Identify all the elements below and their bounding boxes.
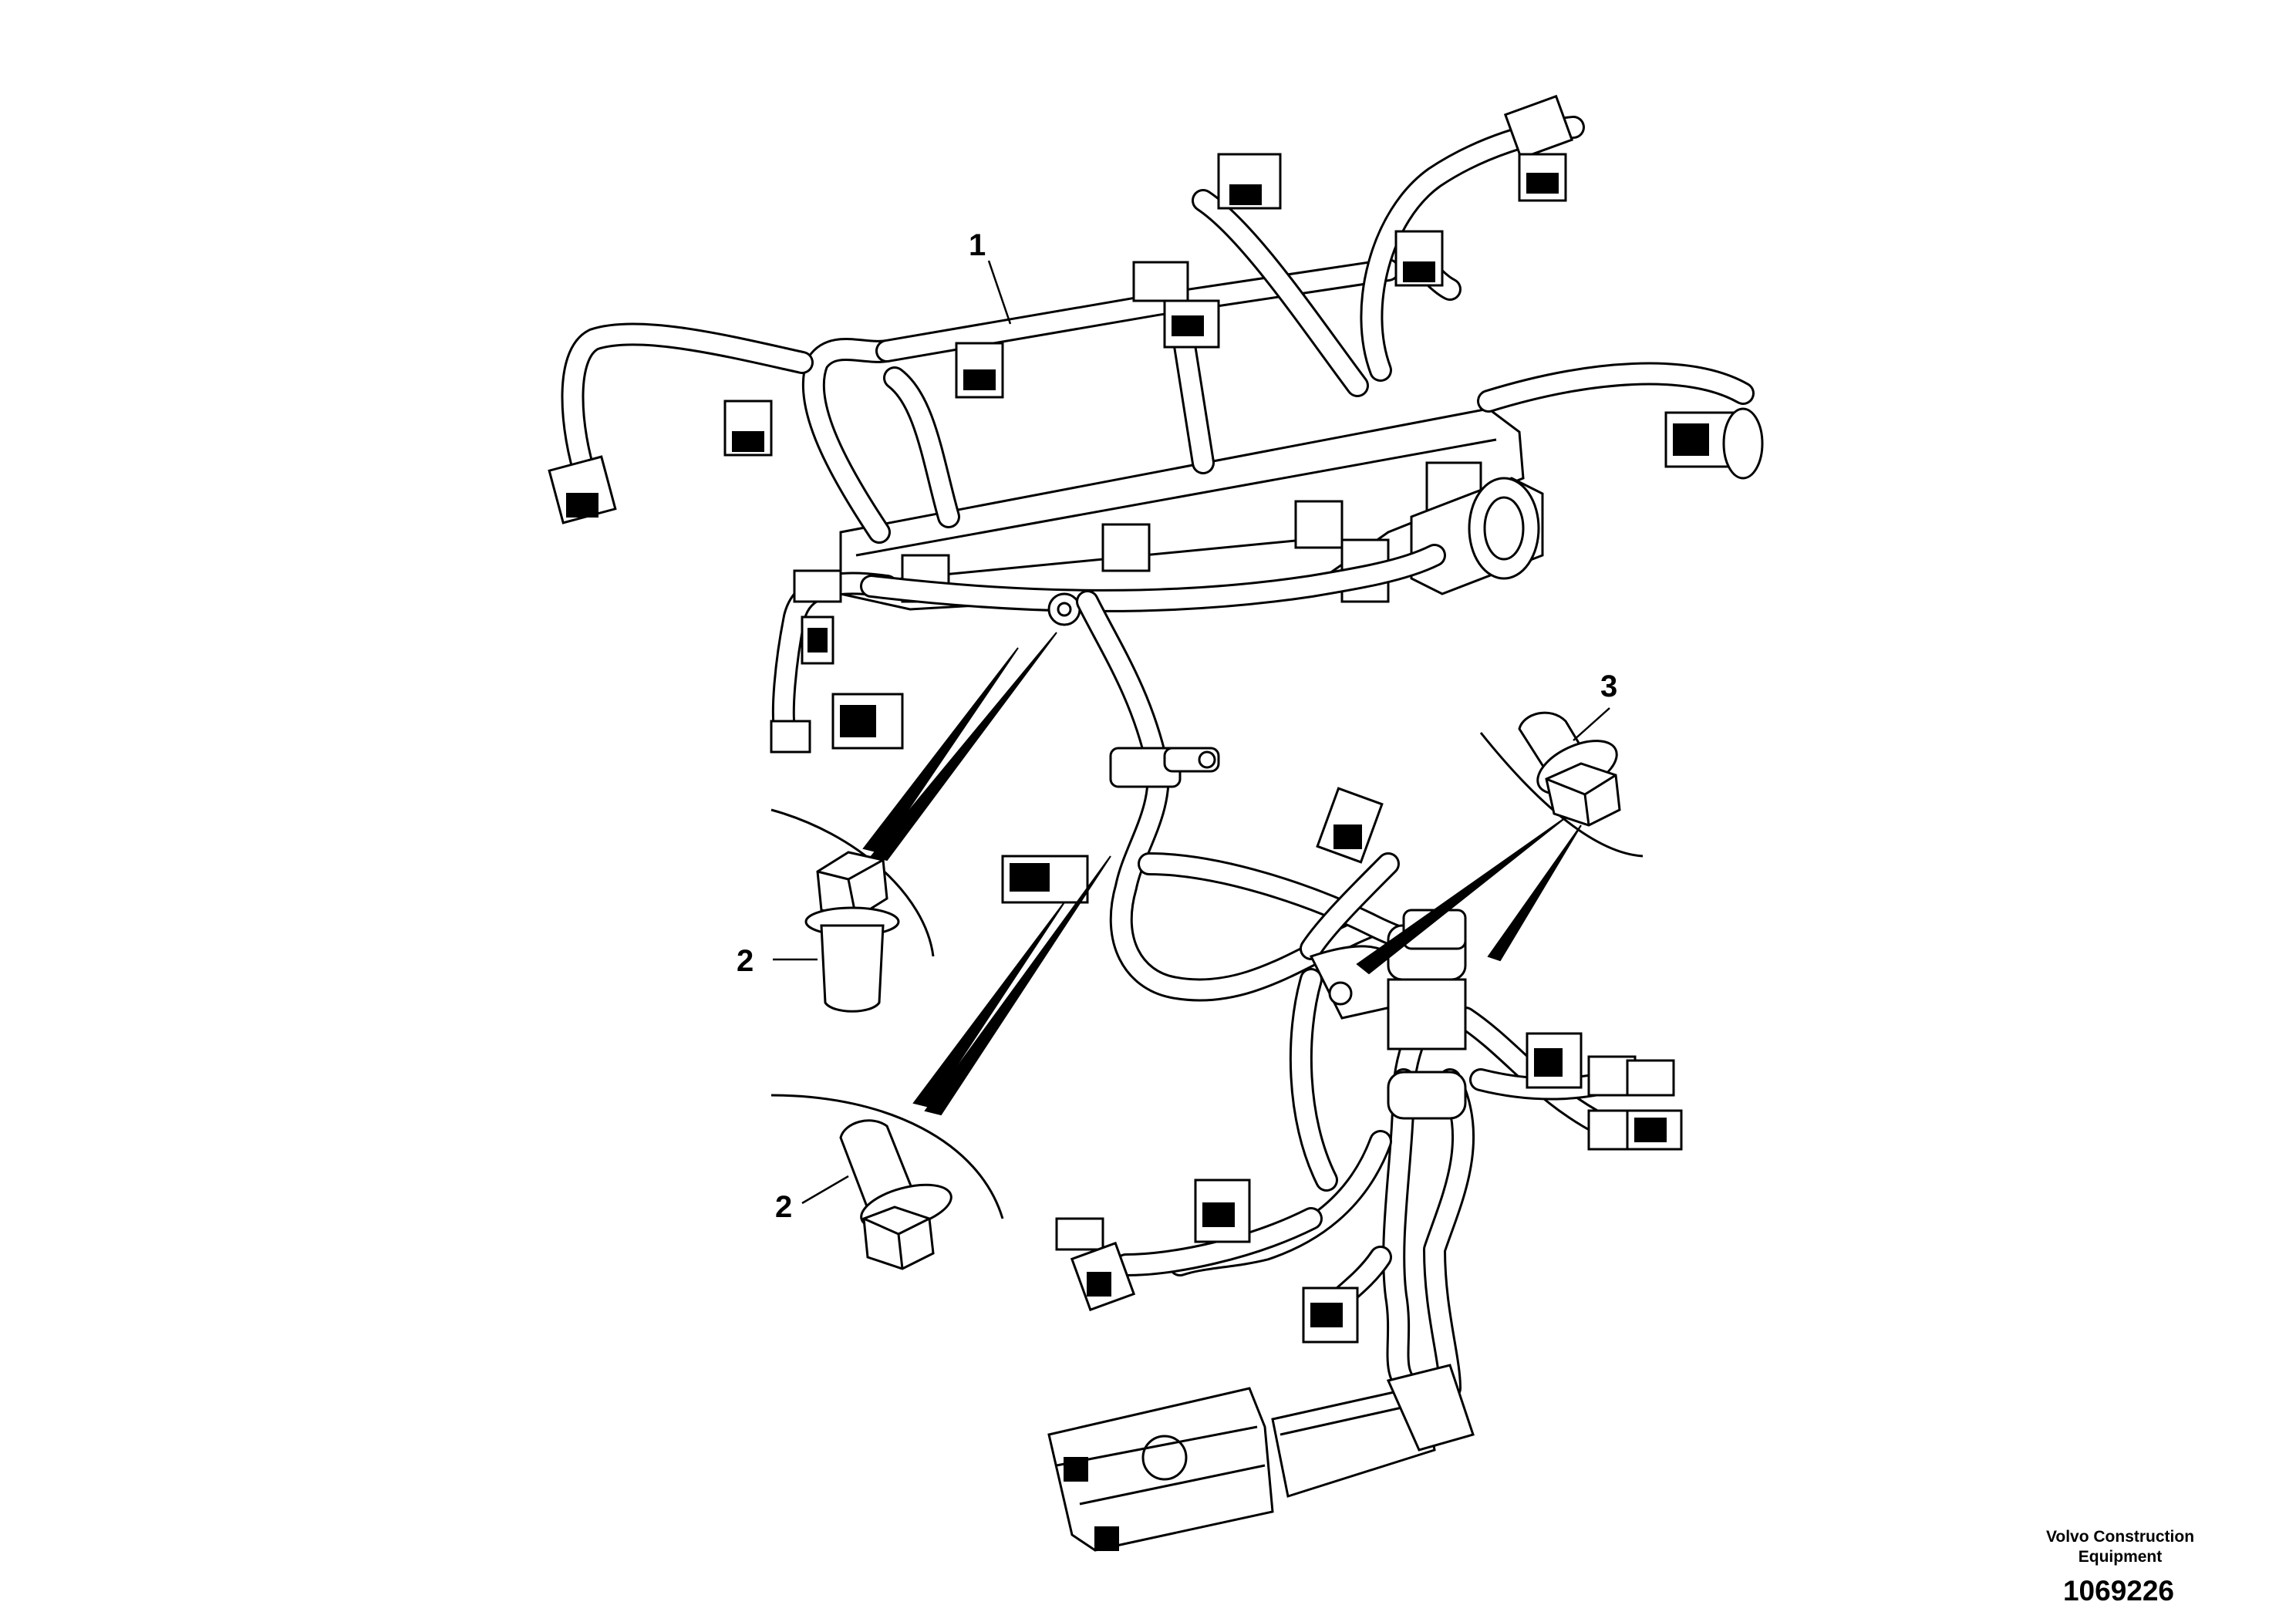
document-number: 1069226 [2062, 1575, 2175, 1607]
connector-icon [770, 693, 904, 754]
connector-icon [1587, 1109, 1683, 1151]
engine-connector-icon [1047, 1364, 1475, 1552]
connector-icon [1316, 787, 1384, 864]
connector-icon [1503, 94, 1574, 202]
connector-icon [1394, 230, 1444, 287]
harness-rail [839, 407, 1525, 611]
bolt-detail-3 [1356, 711, 1644, 975]
leader-1 [987, 260, 1012, 325]
connector-icon [793, 569, 842, 665]
leader-2b [801, 1175, 849, 1205]
connector-icon [548, 455, 617, 524]
brand-line-1: Volvo Construction [2045, 1528, 2195, 1546]
connector-icon [723, 400, 773, 457]
flange-screw-icon [839, 1119, 952, 1270]
connector-icon [1001, 855, 1089, 904]
wiring-harness-lower [1001, 590, 1683, 1552]
connector-icon [1217, 153, 1282, 210]
callout-1: 1 [969, 228, 986, 262]
flange-screw-icon [804, 851, 900, 1013]
connector-icon [955, 342, 1004, 399]
callout-2b: 2 [775, 1190, 793, 1224]
callout-leaders [773, 260, 1610, 1205]
connector-icon [1302, 1286, 1359, 1344]
brand-line-2: Equipment [2078, 1548, 2163, 1566]
connector-icon [1055, 1217, 1136, 1312]
callout-3: 3 [1600, 669, 1618, 703]
leader-3 [1573, 707, 1610, 741]
connector-icon [1664, 407, 1764, 480]
brand-label: Volvo Construction Equipment [1997, 1527, 2244, 1567]
callout-2a: 2 [737, 944, 754, 978]
wiring-harness-upper [548, 94, 1764, 754]
bolt-detail-2a [770, 632, 1057, 1013]
connector-icon [1194, 1179, 1251, 1243]
connector-icon [1526, 1032, 1675, 1097]
bolt-detail-2b [770, 855, 1111, 1270]
connector-icon [1132, 261, 1220, 349]
flange-screw-icon [1518, 711, 1621, 827]
